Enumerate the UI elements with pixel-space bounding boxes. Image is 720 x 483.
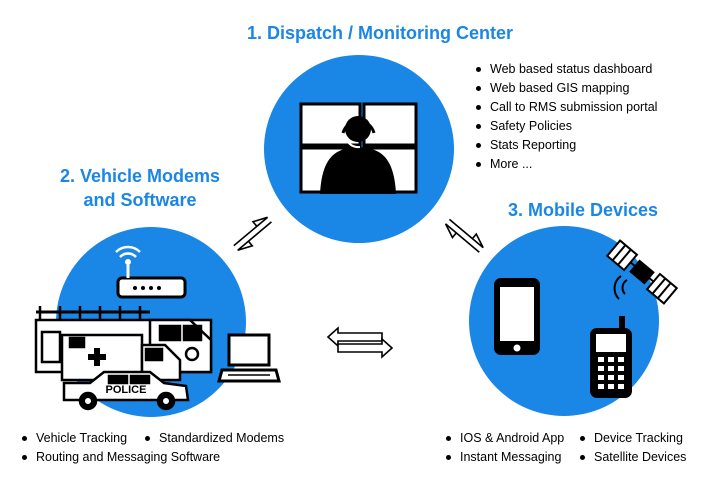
list-item: IOS & Android App — [446, 429, 580, 448]
mobile-feature-list: IOS & Android App Device Tracking Instan… — [446, 429, 686, 467]
dispatch-title: 1. Dispatch / Monitoring Center — [246, 23, 514, 43]
list-item: Satellite Devices — [580, 448, 686, 467]
list-item: Instant Messaging — [446, 448, 580, 467]
list-item: Web based GIS mapping — [476, 79, 657, 98]
police-label: POLICE — [106, 384, 147, 396]
list-item: Safety Policies — [476, 117, 657, 136]
operator-headset-icon — [320, 116, 396, 194]
police-car-icon — [62, 370, 190, 411]
list-item: Call to RMS submission portal — [476, 98, 657, 117]
bidirectional-arrow-icon — [233, 216, 484, 359]
dispatch-feature-list: Web based status dashboard Web based GIS… — [476, 60, 657, 174]
list-item: Device Tracking — [580, 429, 683, 448]
mobile-title: 3. Mobile Devices — [507, 200, 659, 220]
wifi-router-icon — [115, 245, 187, 299]
satellite-phone-icon — [590, 316, 632, 398]
satellite-icon — [605, 239, 679, 305]
signal-waves-icon — [613, 275, 628, 300]
list-item: Routing and Messaging Software — [22, 448, 284, 467]
list-item: Vehicle Tracking — [22, 429, 127, 448]
vehicle-feature-list: Vehicle Tracking Standardized Modems Rou… — [22, 429, 284, 467]
laptop-icon — [217, 333, 281, 383]
list-item: Standardized Modems — [145, 429, 284, 448]
vehicle-title-line1: 2. Vehicle Modems — [59, 166, 221, 186]
list-item: Web based status dashboard — [476, 60, 657, 79]
vehicle-title: 2. Vehicle Modems and Software — [40, 164, 240, 212]
list-item: Stats Reporting — [476, 136, 657, 155]
list-item: More ... — [476, 155, 657, 174]
vehicle-title-line2: and Software — [83, 190, 197, 210]
smartphone-icon — [494, 278, 540, 355]
